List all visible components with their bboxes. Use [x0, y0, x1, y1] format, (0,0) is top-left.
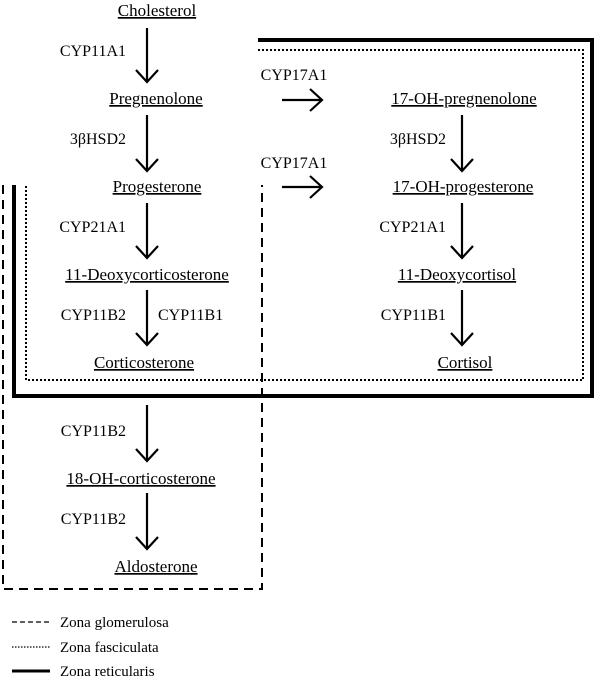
enzyme-cyp21a1-right: CYP21A1: [379, 219, 446, 236]
enzyme-cyp11b1-left: CYP11B1: [158, 307, 223, 324]
molecule-11-deoxycortisol: 11-Deoxycortisol: [398, 265, 517, 284]
enzyme-cyp11b2-aldo2: CYP11B2: [61, 511, 126, 528]
enzyme-cyp11a1: CYP11A1: [60, 43, 126, 60]
molecule-pregnenolone: Pregnenolone: [109, 89, 202, 108]
legend: Zona glomerulosa Zona fasciculata Zona r…: [12, 615, 169, 680]
molecule-cortisol: Cortisol: [438, 353, 493, 372]
molecule-progesterone: Progesterone: [113, 177, 202, 196]
molecule-18-oh-corticosterone: 18-OH-corticosterone: [66, 469, 215, 488]
enzyme-3bhsd2-left: 3βHSD2: [70, 131, 126, 148]
legend-label-reticularis: Zona reticularis: [60, 664, 155, 680]
molecule-17-oh-progesterone: 17-OH-progesterone: [393, 177, 534, 196]
molecule-aldosterone: Aldosterone: [114, 557, 197, 576]
molecule-17-oh-pregnenolone: 17-OH-pregnenolone: [391, 89, 536, 108]
enzyme-cyp17a1-top: CYP17A1: [261, 67, 328, 84]
zona-glomerulosa-boundary: [2, 185, 263, 590]
enzyme-cyp11b2-left: CYP11B2: [61, 307, 126, 324]
enzyme-cyp21a1-left: CYP21A1: [59, 219, 126, 236]
enzyme-cyp11b1-right: CYP11B1: [381, 307, 446, 324]
molecule-11-deoxycorticosterone: 11-Deoxycorticosterone: [65, 265, 229, 284]
enzyme-3bhsd2-right: 3βHSD2: [390, 131, 446, 148]
enzyme-cyp17a1-mid: CYP17A1: [261, 155, 328, 172]
legend-label-fasciculata: Zona fasciculata: [60, 640, 159, 656]
zona-fasciculata-boundary: [25, 49, 584, 381]
molecule-corticosterone: Corticosterone: [94, 353, 194, 372]
molecule-cholesterol: Cholesterol: [118, 1, 197, 20]
enzyme-cyp11b2-aldo1: CYP11B2: [61, 423, 126, 440]
zona-reticularis-boundary: [12, 38, 594, 398]
legend-label-glomerulosa: Zona glomerulosa: [60, 615, 169, 631]
